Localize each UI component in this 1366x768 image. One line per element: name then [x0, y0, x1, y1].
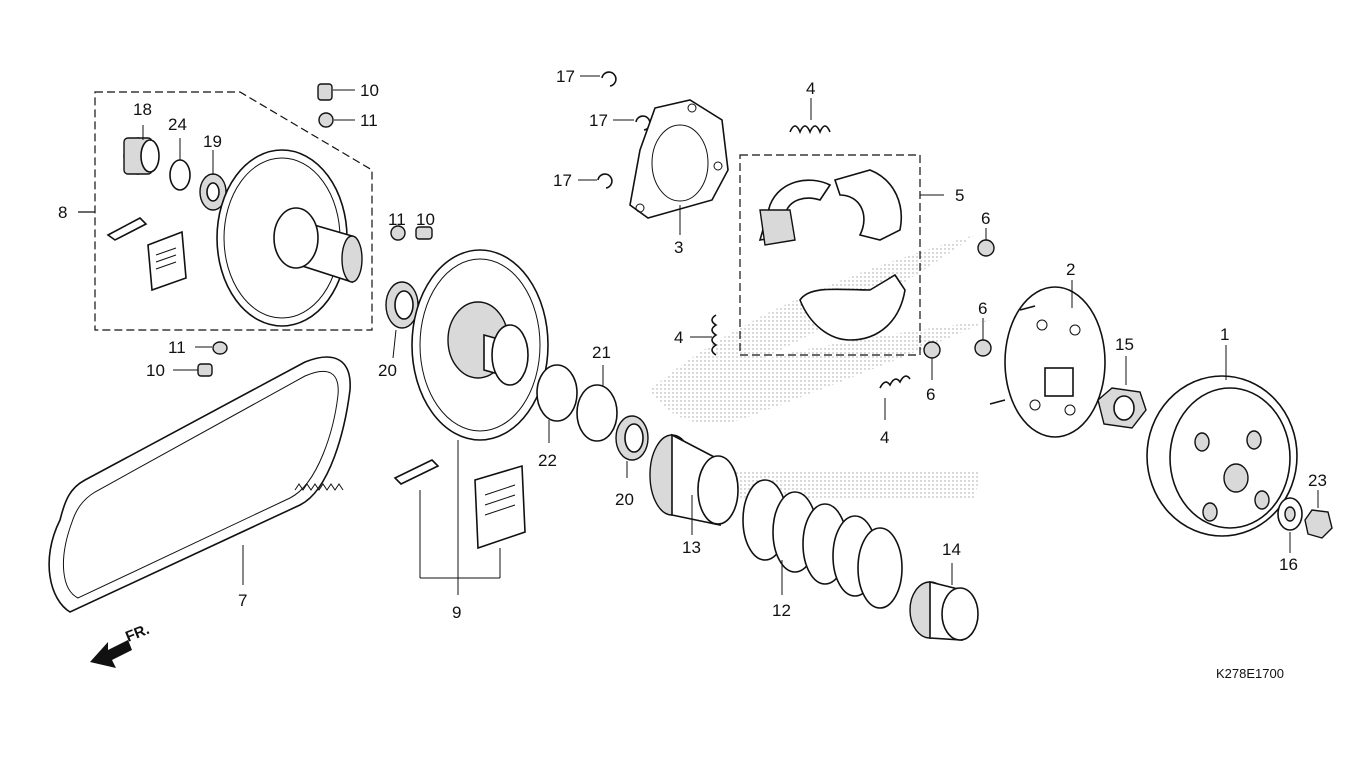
spring-4-top: [789, 98, 831, 135]
front-arrow-icon: [90, 640, 132, 668]
callout-16: 16: [1279, 555, 1298, 574]
driven-spring-12: [742, 479, 903, 609]
washer-16: [1277, 497, 1303, 553]
callout-8: 8: [58, 203, 67, 222]
callout-13: 13: [682, 538, 701, 557]
slide-piece-10-low: [173, 363, 213, 377]
callout-18: 18: [133, 100, 152, 119]
callout-19: 19: [203, 132, 222, 151]
diagram-code: K278E1700: [1216, 666, 1284, 681]
callout-20-b: 20: [615, 490, 634, 509]
oil-seal-20-b: [615, 415, 649, 478]
drive-face-group: [78, 91, 373, 331]
grease-tube-8: [106, 217, 148, 241]
collar-6-b: [974, 318, 992, 357]
drive-plate-2: [989, 280, 1106, 438]
collar-11-mid: [390, 225, 406, 241]
clip-17-b: [613, 115, 651, 131]
callout-3: 3: [674, 238, 683, 257]
collar-11-top: [318, 112, 355, 128]
collar-11-low: [195, 341, 228, 355]
callout-11-mid: 11: [388, 210, 406, 229]
callout-11-top: 11: [360, 111, 378, 130]
drive-belt-7: [48, 356, 351, 613]
callout-14: 14: [942, 540, 961, 559]
callout-6-c: 6: [926, 385, 935, 404]
callout-2: 2: [1066, 260, 1075, 279]
callout-4-right: 4: [880, 428, 889, 447]
seal-collar-13: [649, 433, 739, 535]
callout-22: 22: [538, 451, 557, 470]
driven-face-9: [411, 249, 549, 595]
callout-17-a: 17: [556, 67, 575, 86]
front-marker: FR.: [123, 621, 152, 646]
needle-bearing-18: [123, 125, 160, 175]
callout-4-mid: 4: [674, 328, 683, 347]
callout-1: 1: [1220, 325, 1229, 344]
clip-17-a: [580, 71, 617, 87]
grease-tube-9: [393, 459, 440, 578]
callout-11-low: 11: [168, 338, 186, 357]
plate-3: [629, 99, 729, 235]
circlip-24: [169, 138, 191, 191]
callout-7: 7: [238, 591, 247, 610]
callout-5: 5: [955, 186, 964, 205]
clutch-outer-1: [1146, 345, 1298, 537]
grease-sheet-9: [474, 464, 526, 578]
callout-9: 9: [452, 603, 461, 622]
callout-23: 23: [1308, 471, 1327, 490]
slide-piece-10-mid: [415, 226, 433, 240]
callout-6-a: 6: [981, 209, 990, 228]
callout-17-b: 17: [589, 111, 608, 130]
o-ring-21: [576, 365, 618, 442]
movable-drive-face: [216, 149, 363, 327]
callout-10-top: 10: [360, 81, 379, 100]
callout-10-mid: 10: [416, 210, 435, 229]
callout-17-c: 17: [553, 171, 572, 190]
callout-15: 15: [1115, 335, 1134, 354]
spring-4-mid: [690, 314, 718, 356]
callout-21: 21: [592, 343, 611, 362]
collar-6-c: [923, 341, 941, 380]
callout-24: 24: [168, 115, 187, 134]
clutch-shoe-group-5: [739, 154, 944, 356]
nut-23: [1304, 490, 1333, 539]
slide-piece-10-top: [317, 83, 355, 101]
collar-6-a: [977, 228, 995, 257]
callout-6-b: 6: [978, 299, 987, 318]
bearing-19: [199, 150, 227, 211]
callout-10-low: 10: [146, 361, 165, 380]
callout-20-a: 20: [378, 361, 397, 380]
callout-4-top: 4: [806, 79, 815, 98]
collar-14: [909, 563, 979, 641]
nut-15: [1097, 356, 1147, 429]
spring-4-right: [879, 375, 911, 420]
clip-17-c: [578, 173, 613, 189]
o-ring-22: [536, 364, 578, 443]
grease-sheet-8: [147, 230, 187, 292]
callout-12: 12: [772, 601, 791, 620]
